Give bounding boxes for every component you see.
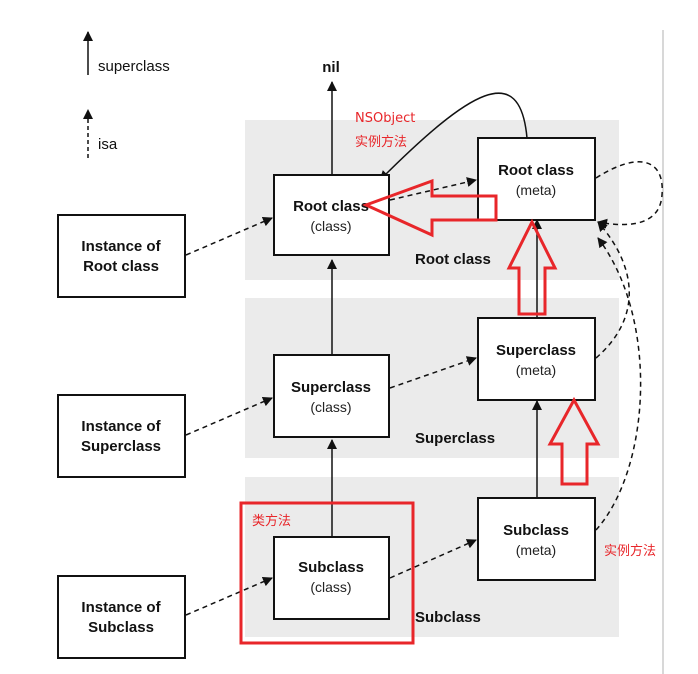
instance-sub-box: Instance of Subclass xyxy=(57,575,186,659)
root-meta-title: Root class xyxy=(498,162,574,179)
isa-super-class-to-super-meta xyxy=(389,356,477,389)
instance-sub-line1: Instance of xyxy=(81,599,161,616)
sub-meta-subtitle: (meta) xyxy=(516,542,556,558)
instance-root-box: Instance of Root class xyxy=(57,214,186,298)
root-class-subtitle: (class) xyxy=(310,218,351,234)
instance-super-line1: Instance of xyxy=(81,418,161,435)
sub-meta-box: Subclass (meta) xyxy=(477,497,596,581)
note-instance-methods-right: 实例方法 xyxy=(604,543,656,559)
legend: superclass isa xyxy=(83,31,170,158)
root-meta-subtitle: (meta) xyxy=(516,182,556,198)
instance-root-line1: Instance of xyxy=(81,238,161,255)
root-class-box: Root class (class) xyxy=(273,174,390,256)
super-class-subtitle: (class) xyxy=(310,399,351,415)
isa-root-class-to-root-meta xyxy=(389,177,477,201)
isa-super-meta-to-root-meta xyxy=(595,221,630,359)
isa-root-meta-to-self xyxy=(595,161,663,229)
lane-label-sub: Subclass xyxy=(415,609,481,626)
lane-label-root: Root class xyxy=(415,251,491,268)
note-instance-methods-top: 实例方法 xyxy=(355,134,407,150)
root-class-title: Root class xyxy=(293,198,369,215)
red-hollow-arrow-up-upper xyxy=(506,218,558,316)
legend-isa-label: isa xyxy=(98,136,118,153)
nil-label: nil xyxy=(322,59,340,76)
note-nsobject: NSObject xyxy=(355,111,415,126)
red-highlight-box-subclass xyxy=(239,501,415,645)
sub-class-box: Subclass (class) xyxy=(273,536,390,620)
super-class-title: Superclass xyxy=(291,379,371,396)
note-class-methods: 类方法 xyxy=(252,513,291,529)
sub-class-subtitle: (class) xyxy=(310,579,351,595)
super-meta-subtitle: (meta) xyxy=(516,362,556,378)
isa-instance-root-to-root-class xyxy=(185,216,273,256)
red-hollow-arrow-up-lower xyxy=(547,396,601,486)
super-meta-title: Superclass xyxy=(496,342,576,359)
isa-instance-sub-to-sub-class xyxy=(185,576,273,616)
instance-super-box: Instance of Superclass xyxy=(57,394,186,478)
super-class-box: Superclass (class) xyxy=(273,354,390,438)
super-meta-box: Superclass (meta) xyxy=(477,317,596,401)
isa-sub-meta-to-root-meta xyxy=(595,237,642,531)
instance-super-line2: Superclass xyxy=(81,438,161,455)
isa-sub-class-to-sub-meta xyxy=(389,539,477,579)
instance-root-line2: Root class xyxy=(83,258,159,275)
instance-sub-line2: Subclass xyxy=(88,619,154,636)
sub-class-title: Subclass xyxy=(298,559,364,576)
lane-label-super: Superclass xyxy=(415,430,495,447)
legend-superclass-label: superclass xyxy=(98,58,170,75)
arrow-root-meta-to-root-class xyxy=(379,92,528,181)
red-hollow-arrow-left xyxy=(362,178,498,238)
root-meta-box: Root class (meta) xyxy=(477,137,596,221)
sub-meta-title: Subclass xyxy=(503,522,569,539)
isa-instance-super-to-super-class xyxy=(185,396,273,436)
